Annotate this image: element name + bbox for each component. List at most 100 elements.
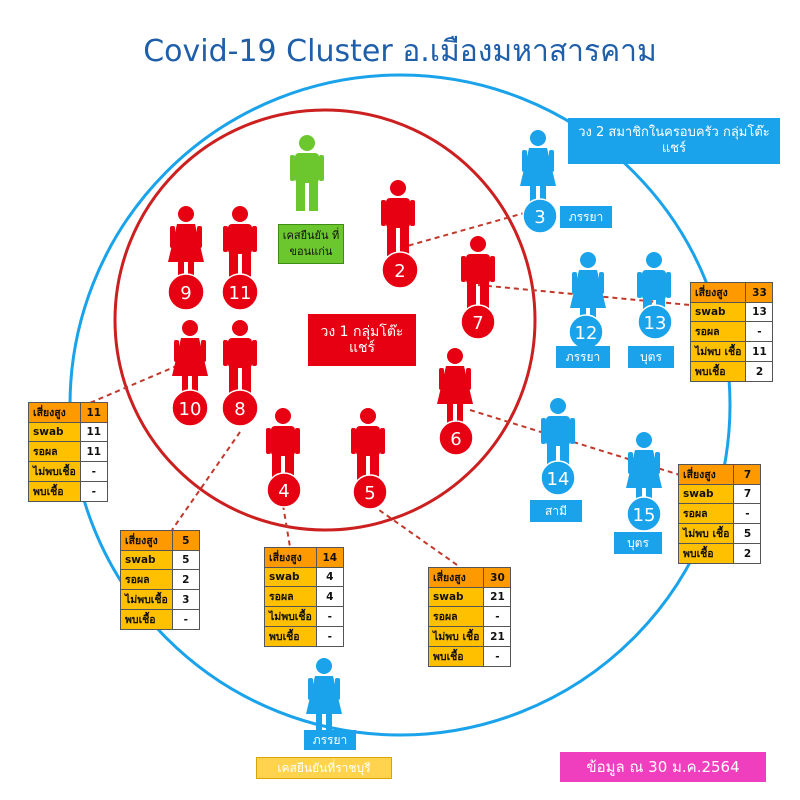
stats-value: 7 (733, 484, 762, 504)
svg-text:3: 3 (534, 207, 545, 228)
wife-12-label: ภรรยา (556, 346, 610, 368)
stats-key: พบเชื้อ (689, 361, 747, 382)
ratchaburi-label: เคสยืนยันที่ราชบุรี (256, 757, 392, 779)
stats-key: รอผล (689, 321, 747, 342)
stats-key: พบเชื้อ (28, 481, 81, 502)
svg-text:11: 11 (229, 283, 252, 304)
number-disc-7: 7 (460, 304, 496, 340)
stats-value: - (171, 609, 200, 630)
stats-key: ไม่พบเชื้อ (120, 589, 173, 610)
svg-text:9: 9 (180, 283, 191, 304)
stats-value: 11 (745, 341, 774, 362)
stats-row: ไม่พบเชื้อ- (264, 606, 344, 627)
stats-key: รอผล (677, 503, 735, 524)
number-disc-3: 3 (522, 198, 558, 234)
svg-text:6: 6 (450, 429, 461, 450)
number-disc-9: 9 (167, 273, 205, 311)
stats-value: 13 (745, 302, 774, 322)
stats-key: รอผล (427, 606, 485, 627)
stats-value: 33 (745, 282, 774, 303)
khon-kaen-person-icon (290, 135, 324, 211)
stats-key: swab (689, 302, 747, 322)
number-disc-2: 2 (381, 251, 419, 289)
number-disc-5: 5 (352, 474, 388, 510)
number-disc-10: 10 (171, 389, 209, 427)
stats-value: 21 (483, 587, 512, 607)
stats-key: ไม่พบ เชื้อ (427, 626, 485, 647)
ring-2-circle (68, 73, 732, 737)
stats-row: พบเชื้อ- (427, 646, 512, 667)
stats-key: swab (120, 550, 173, 570)
person-5-icon (351, 408, 385, 484)
stats-value: 21 (483, 626, 512, 647)
person-11-icon (223, 206, 257, 282)
number-disc-12: 12 (568, 314, 604, 350)
stats-value: 5 (171, 550, 200, 570)
husband-14-label: สามี (530, 500, 582, 522)
stats-row: พบเชื้อ- (28, 481, 108, 502)
ring-1-circle (113, 108, 537, 532)
svg-text:14: 14 (547, 469, 570, 490)
stats-key: เสี่ยงสูง (689, 282, 747, 303)
number-disc-8: 8 (221, 389, 259, 427)
person-9-icon (168, 206, 204, 282)
stats-value: 4 (315, 586, 344, 607)
svg-text:5: 5 (364, 483, 375, 504)
svg-text:2: 2 (394, 261, 405, 282)
stats-key: ไม่พบ เชื้อ (689, 341, 747, 362)
page-title: Covid-19 Cluster อ.เมืองมหาสารคาม (143, 34, 657, 69)
stats-key: swab (264, 567, 317, 587)
stats-value: 2 (745, 361, 774, 382)
number-disc-13: 13 (637, 304, 673, 340)
svg-text:10: 10 (179, 399, 202, 420)
stats-value: 2 (733, 543, 762, 564)
stats-value: 5 (733, 523, 762, 544)
stats-key: ไม่พบ เชื้อ (677, 523, 735, 544)
svg-text:8: 8 (234, 399, 245, 420)
stats-key: รอผล (264, 586, 317, 607)
number-disc-6: 6 (438, 420, 474, 456)
stats-value: 3 (171, 589, 200, 610)
stats-value: - (79, 481, 108, 502)
stats-value: - (733, 503, 762, 524)
svg-text:12: 12 (575, 323, 598, 344)
stats-row: รอผล- (689, 321, 774, 342)
stats-row: พบเชื้อ- (264, 626, 344, 647)
svg-text:4: 4 (278, 481, 289, 502)
stats-row: ไม่พบเชื้อ- (28, 461, 108, 482)
stats-key: swab (427, 587, 485, 607)
stats-key: รอผล (120, 569, 173, 590)
stats-row: รอผล- (677, 503, 762, 524)
wife-3-label: ภรรยา (560, 206, 612, 228)
ring-1-label: วง 1 กลุ่มโต๊ะแชร์ (306, 312, 418, 368)
date-label: ข้อมูล ณ 30 ม.ค.2564 (560, 752, 766, 782)
stats-value: 30 (483, 567, 512, 588)
stats-value: - (745, 321, 774, 342)
child-13-label: บุตร (628, 346, 674, 368)
stats-value: - (483, 606, 512, 627)
stats-key: เสี่ยงสูง (677, 464, 735, 485)
stats-value: - (79, 461, 108, 482)
stats-value: 7 (733, 464, 762, 485)
stats-value: 11 (79, 422, 108, 442)
stats-key: ไม่พบเชื้อ (264, 606, 317, 627)
connectors (84, 211, 691, 568)
stats-key: swab (677, 484, 735, 504)
